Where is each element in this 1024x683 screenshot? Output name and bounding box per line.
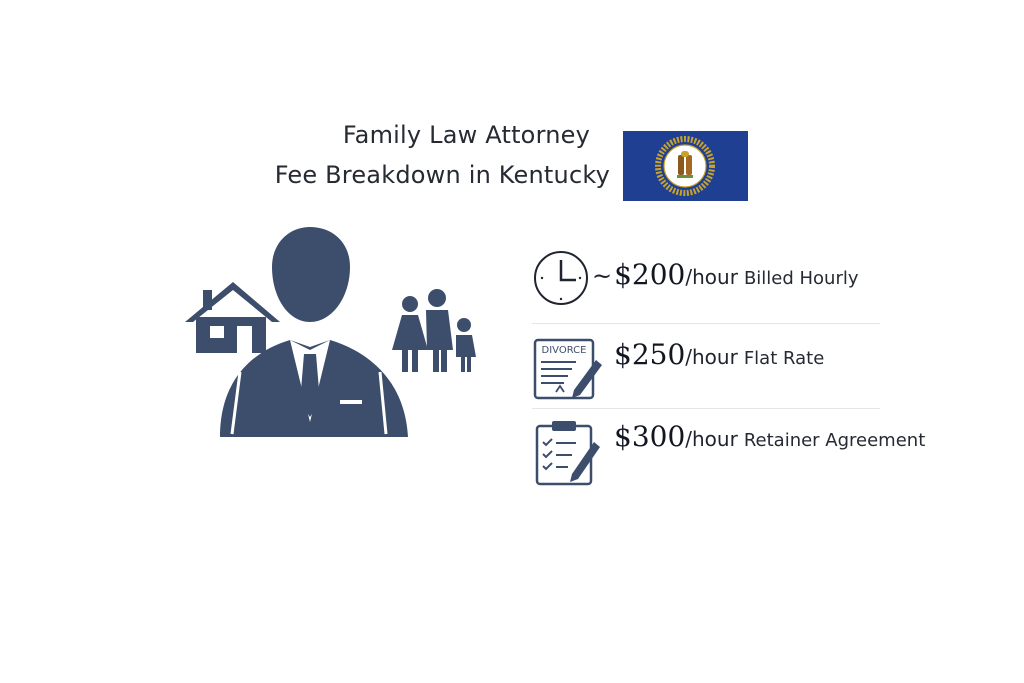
fee-label: Flat Rate [743, 348, 825, 369]
kentucky-flag-icon [623, 131, 748, 201]
fee-unit: /hour [685, 345, 738, 369]
clock-icon [534, 251, 588, 305]
divorce-document-icon: DIVORCE [533, 338, 602, 400]
house-icon [185, 282, 280, 353]
page-subtitle: Fee Breakdown in Kentucky [274, 161, 610, 189]
fee-approx-symbol: ~ [592, 262, 613, 290]
attorney-icon [220, 227, 408, 437]
fee-label: Billed Hourly [743, 268, 859, 289]
clipboard-checklist-icon [535, 421, 600, 486]
divorce-document-text: DIVORCE [542, 345, 587, 356]
divider [532, 408, 880, 409]
title-block: Family Law Attorney Fee Breakdown in Ken… [270, 118, 610, 192]
fee-amount: $250 [614, 338, 686, 371]
attorney-hero-icon [185, 227, 476, 437]
fee-amount: $200 [614, 258, 686, 291]
fee-unit: /hour [685, 427, 738, 451]
fee-label: Retainer Agreement [743, 430, 926, 451]
fee-unit: /hour [685, 265, 738, 289]
fee-amount: $300 [614, 420, 686, 453]
family-icon [392, 289, 476, 372]
divider [532, 323, 880, 324]
page-title: Family Law Attorney [342, 121, 590, 149]
